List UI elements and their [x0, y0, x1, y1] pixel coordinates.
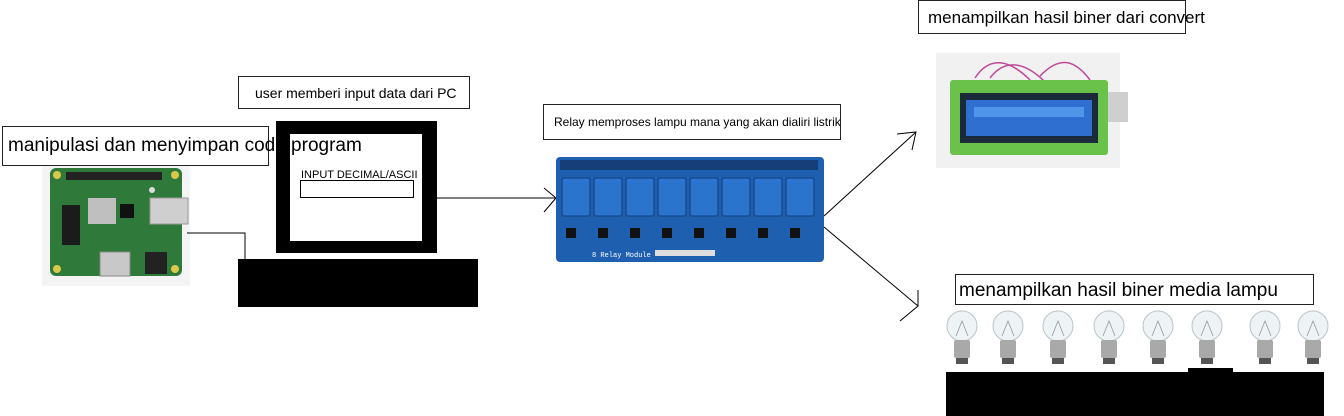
light-bulb-icon — [1042, 310, 1074, 364]
lcd-label: menampilkan hasil biner dari convert — [918, 0, 1205, 34]
raspberry-pi-board — [42, 162, 190, 286]
light-bulb-icon — [1093, 310, 1125, 364]
relay-board-text: 8 Relay Module — [592, 252, 651, 260]
light-bulb-icon — [1191, 310, 1223, 364]
lcd-display — [936, 53, 1128, 168]
light-bulb-icon — [1249, 310, 1281, 364]
relay-to-lamps-arrow — [823, 226, 919, 322]
light-bulb-icon — [946, 310, 978, 364]
light-bulb-icon — [992, 310, 1024, 364]
lamps-label: menampilkan hasil biner media lampu — [955, 274, 1314, 305]
pc-base — [238, 259, 478, 307]
pc-to-relay-arrow — [437, 187, 557, 213]
raspberry-pi-label: manipulasi dan menyimpan code program — [2, 126, 362, 166]
relay-to-lcd-arrow — [823, 131, 917, 217]
pc-label: user memberi input data dari PC — [238, 76, 470, 109]
light-bulbs — [946, 310, 1329, 364]
lamp-base — [946, 368, 1324, 416]
light-bulb-icon — [1297, 310, 1329, 364]
relay-module: 8 Relay Module — [556, 157, 824, 262]
pc-input-label: INPUT DECIMAL/ASCII — [301, 169, 418, 181]
relay-units — [561, 177, 815, 217]
relay-label: Relay memproses lampu mana yang akan dia… — [543, 104, 841, 140]
pc-input-field[interactable] — [300, 180, 414, 198]
pi-to-pc-wire — [187, 232, 246, 262]
light-bulb-icon — [1142, 310, 1174, 364]
